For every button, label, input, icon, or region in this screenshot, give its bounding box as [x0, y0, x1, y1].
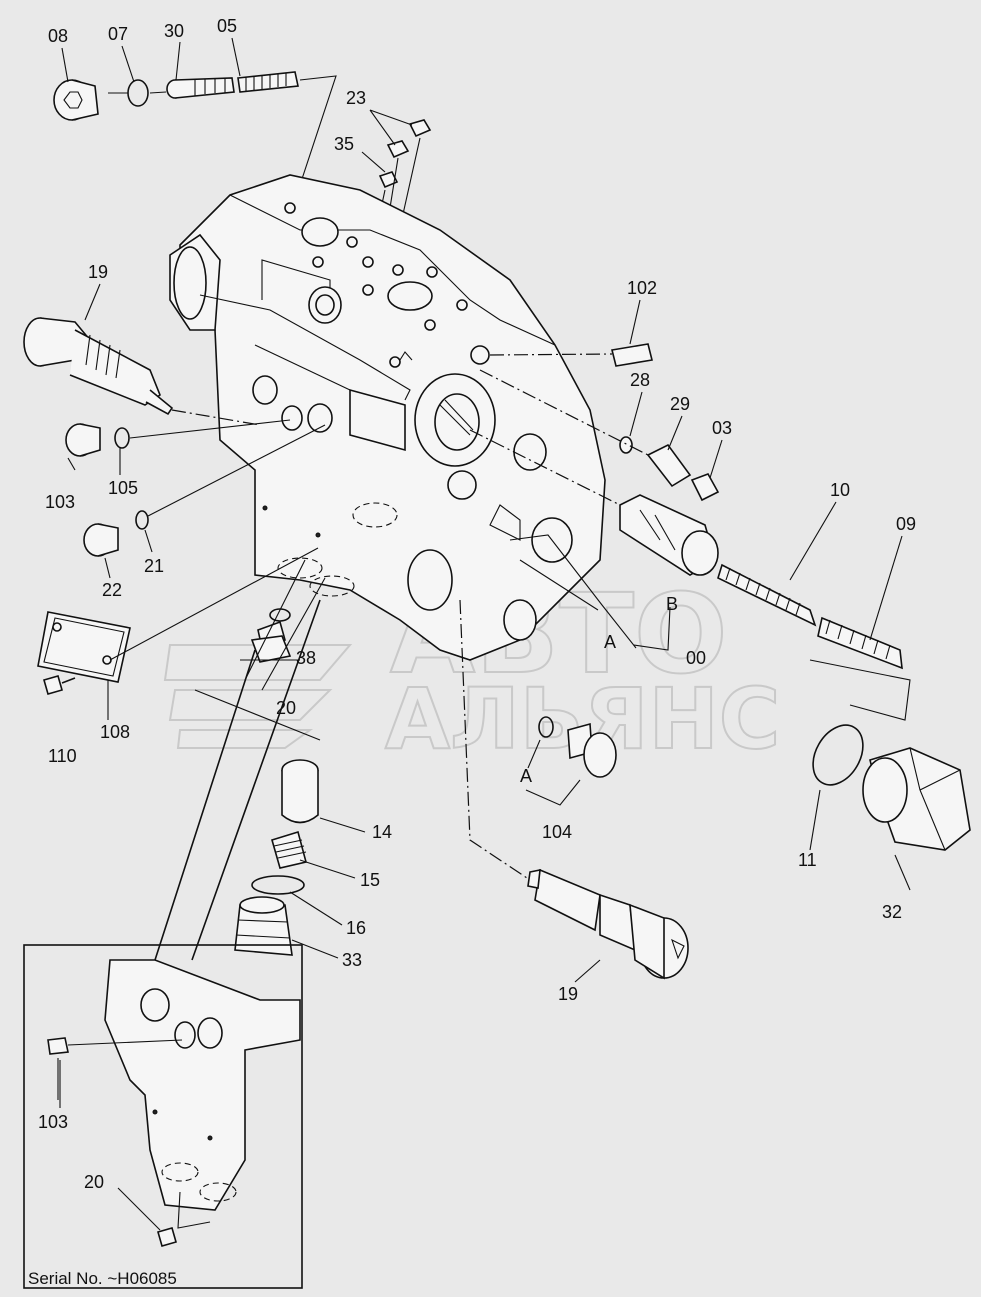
spring-09 — [817, 616, 903, 670]
o-ring-11 — [812, 724, 864, 786]
label-A2: A — [520, 766, 532, 786]
label-09: 09 — [896, 514, 916, 534]
label-A1: A — [604, 632, 616, 652]
label-108: 108 — [100, 722, 130, 742]
valve-body — [169, 174, 606, 661]
relief-valve-19-upper — [23, 317, 174, 416]
label-B: B — [666, 594, 678, 614]
label-19-upper: 19 — [88, 262, 108, 282]
relief-valve-19-lower — [527, 868, 689, 980]
label-22: 22 — [102, 580, 122, 600]
o-ring-21 — [135, 510, 149, 530]
plug-102 — [611, 343, 653, 367]
spring-15 — [271, 830, 307, 869]
label-105: 105 — [108, 478, 138, 498]
label-104: 104 — [542, 822, 572, 842]
screw-110 — [43, 675, 76, 695]
label-07: 07 — [108, 24, 128, 44]
plug-03 — [690, 473, 720, 502]
label-00: 00 — [686, 648, 706, 668]
pin-29 — [646, 443, 692, 488]
watermark-logo-icon — [163, 644, 353, 749]
label-103-upper: 103 — [45, 492, 75, 512]
serial-inset — [23, 944, 303, 1289]
label-14: 14 — [372, 822, 392, 842]
label-08: 08 — [48, 26, 68, 46]
label-32: 32 — [882, 902, 902, 922]
label-102: 102 — [627, 278, 657, 298]
plug-32 — [862, 747, 971, 851]
label-10: 10 — [830, 480, 850, 500]
label-05: 05 — [217, 16, 237, 36]
o-ring-07 — [127, 79, 149, 107]
label-15: 15 — [360, 870, 380, 890]
sleeve-14 — [281, 759, 319, 824]
screw-30 — [166, 77, 235, 99]
serial-number: Serial No. ~H06085 — [28, 1269, 177, 1288]
o-ring-105 — [114, 427, 130, 449]
label-30: 30 — [164, 21, 184, 41]
o-ring-16 — [251, 875, 305, 895]
label-20-upper: 20 — [276, 698, 296, 718]
plug-22 — [83, 523, 119, 557]
part-labels: 08 07 30 05 23 35 19 102 28 29 03 103 10… — [28, 16, 916, 1288]
label-103-inset: 103 — [38, 1112, 68, 1132]
label-03: 03 — [712, 418, 732, 438]
label-29: 29 — [670, 394, 690, 414]
plug-104 — [567, 722, 617, 778]
plug-33 — [234, 896, 293, 956]
label-28: 28 — [630, 370, 650, 390]
label-35: 35 — [334, 134, 354, 154]
label-21: 21 — [144, 556, 164, 576]
ball-28 — [619, 436, 633, 454]
plug-23 — [378, 119, 432, 189]
spring-05 — [237, 71, 299, 93]
o-ring-A — [538, 716, 554, 738]
label-16: 16 — [346, 918, 366, 938]
plug-103-upper — [65, 423, 101, 457]
label-20-inset: 20 — [84, 1172, 104, 1192]
spring-10 — [717, 563, 817, 627]
label-110: 110 — [48, 746, 77, 766]
cover-plate-108 — [37, 611, 131, 683]
label-19-lower: 19 — [558, 984, 578, 1004]
label-23: 23 — [346, 88, 366, 108]
label-38: 38 — [296, 648, 316, 668]
label-11: 11 — [798, 850, 817, 870]
spool-00 — [619, 494, 719, 576]
plug-08 — [53, 79, 99, 121]
label-leaders — [59, 37, 903, 1108]
label-33: 33 — [342, 950, 362, 970]
